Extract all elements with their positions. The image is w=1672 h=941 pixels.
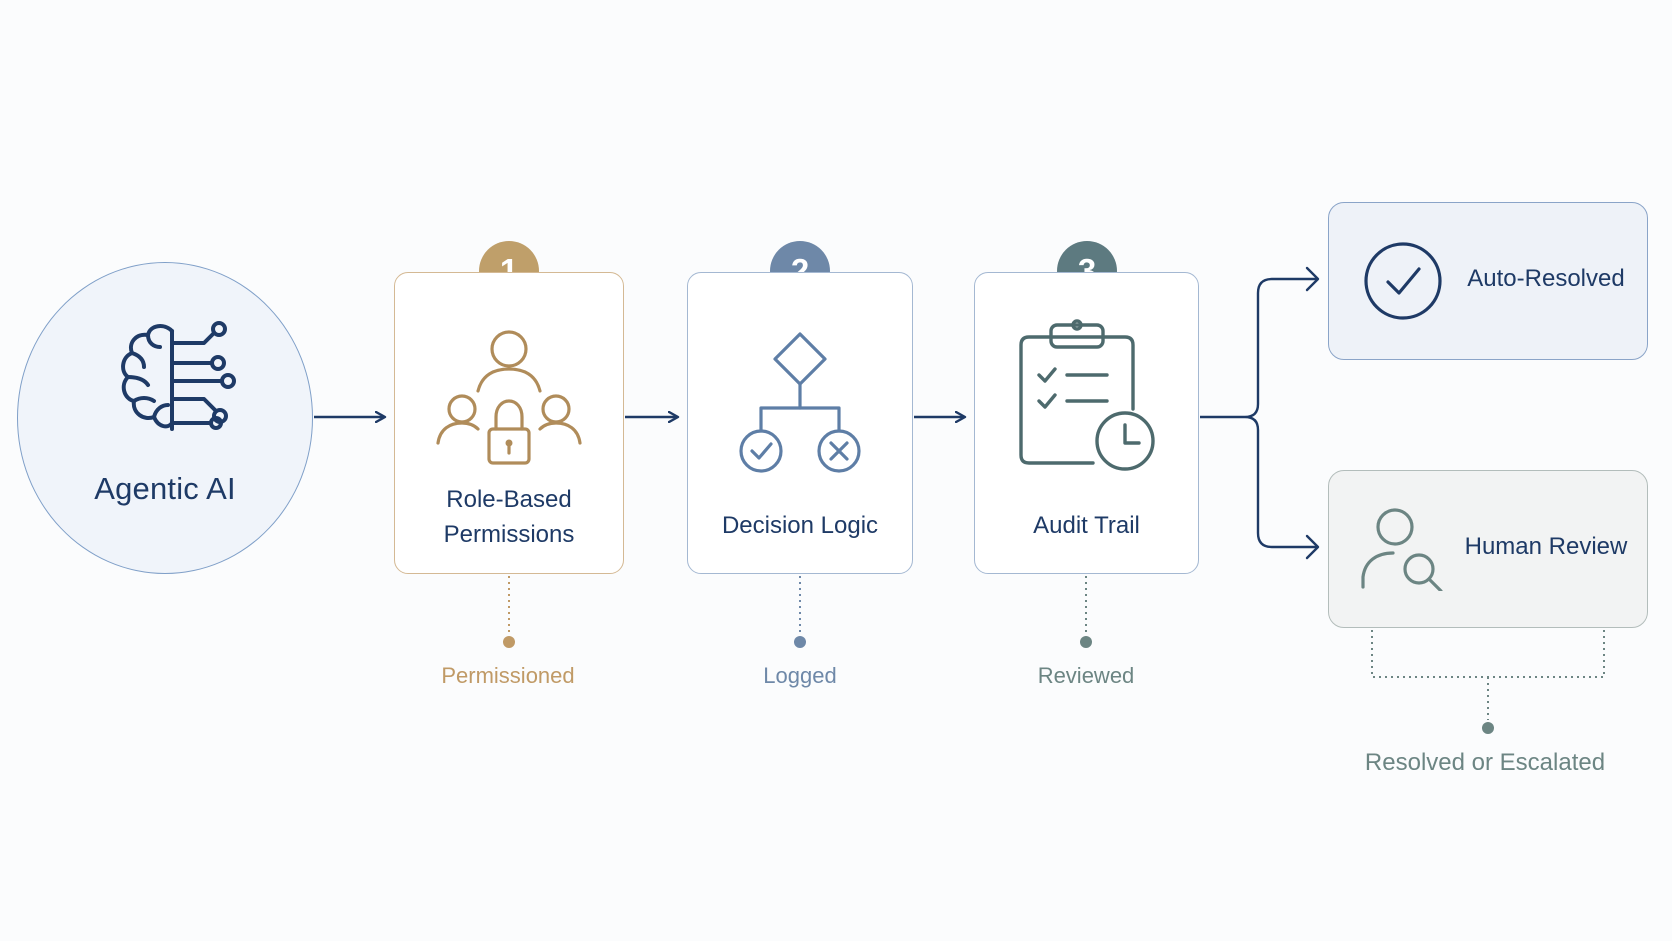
step-2-status: Logged: [763, 663, 837, 688]
arrow-to-human-review: [1305, 534, 1320, 560]
person-search-icon: [1361, 508, 1443, 591]
status-dot-step-2: [794, 636, 806, 648]
outcome-auto-resolved: Auto-Resolved: [1328, 202, 1648, 360]
arrow-to-auto-resolved: [1305, 266, 1320, 292]
branch-connector: [1200, 277, 1318, 549]
status-dot-step-3: [1080, 636, 1092, 648]
users-lock-icon: [436, 330, 582, 465]
step-audit-trail: Audit Trail: [974, 272, 1199, 574]
check-circle-icon: [1364, 242, 1442, 320]
step-3-status: Reviewed: [1037, 663, 1135, 688]
final-status-label: Resolved or Escalated: [1364, 749, 1606, 776]
clipboard-clock-icon: [1018, 319, 1155, 471]
decision-tree-icon: [739, 332, 861, 473]
step-1-status: Permissioned: [441, 663, 575, 688]
agentic-ai-node: Agentic AI: [17, 262, 313, 574]
brain-circuit-icon: [121, 321, 236, 431]
status-dot-final: [1482, 722, 1494, 734]
origin-label: Agentic AI: [94, 471, 236, 506]
status-dot-step-1: [503, 636, 515, 648]
step-3-label: Audit Trail: [1033, 512, 1140, 539]
step-decision-logic: Decision Logic: [687, 272, 913, 574]
outcome-auto-resolved-label: Auto-Resolved: [1467, 265, 1625, 292]
step-1-label: Role-Based Permissions: [443, 486, 575, 548]
outcome-human-review-label: Human Review: [1464, 533, 1628, 560]
dotted-bracket-final: [1371, 630, 1605, 720]
outcome-human-review: Human Review: [1328, 470, 1648, 628]
step-role-based-permissions: Role-Based Permissions: [394, 272, 624, 574]
step-2-label: Decision Logic: [721, 512, 879, 539]
